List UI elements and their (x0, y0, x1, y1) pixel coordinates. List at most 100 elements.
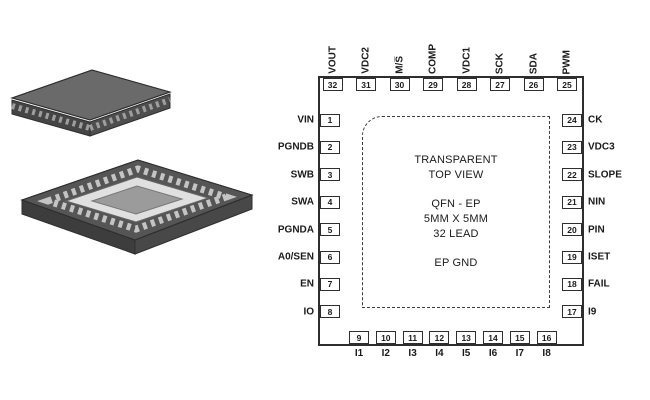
pin-8: 8 IO (303, 305, 340, 319)
package-type: QFN - EP (431, 198, 481, 211)
pin-number-box: 17 (562, 305, 582, 319)
pin-29: 29 COMP (423, 44, 443, 91)
pin-number-box: 29 (423, 78, 443, 91)
pin-name-label: PGNDB (277, 141, 314, 153)
pin-number-box: 15 (509, 331, 530, 344)
pin-3: 3 SWB (291, 168, 340, 182)
pin-name-label: M/S̅ (394, 56, 405, 74)
pin-name-label: I8 (542, 348, 551, 359)
pin-name-label: VDC3 (588, 141, 615, 153)
pin-number-box: 28 (456, 78, 477, 91)
chip-bottom-isometric (20, 159, 254, 255)
pin-27: 27 SCK (490, 53, 510, 91)
pin-name-label: PWM (561, 49, 573, 74)
pin-number-box: 32 (322, 78, 343, 91)
package-size: 5MM X 5MM (423, 213, 489, 225)
pin-name-label: NIN (588, 196, 606, 208)
exposed-pad-label: EP GND (434, 256, 478, 269)
chip-3d-illustration (10, 69, 254, 255)
lead-count: 32 LEAD (433, 227, 479, 240)
pin-name-label: VOUT (327, 46, 338, 74)
pin-18: 18 FAIL (562, 277, 610, 291)
pin-name-label: PGNDA (277, 224, 314, 236)
pin-number-box: 11 (402, 331, 423, 344)
pin-name-label: SCK (494, 52, 506, 74)
pin-name-label: FAIL (588, 278, 610, 290)
pin-26: 26 SDA (523, 53, 544, 91)
pin-number-box: 6 (320, 250, 340, 264)
chip-top-isometric (10, 69, 172, 137)
exposed-pad (90, 185, 184, 215)
pin-24: 24 CK (562, 113, 602, 127)
pin-number-box: 30 (389, 78, 410, 91)
pin-number-box: 7 (320, 277, 340, 291)
pin-name-label: VIN (297, 114, 314, 126)
view-title-line2: TOP VIEW (428, 169, 484, 182)
pin-number-box: 26 (523, 78, 544, 91)
pin-number-box: 19 (562, 250, 582, 264)
pin-name-label: I9 (588, 306, 597, 318)
pin-number-box: 12 (429, 331, 450, 344)
pin-number-box: 9 (349, 331, 369, 344)
pin-number-box: 24 (562, 113, 582, 127)
pin-name-label: SLOPE (588, 169, 622, 181)
pin-name-label: SDA (528, 52, 539, 74)
pin-name-label: IO (303, 306, 314, 318)
pin-32: 32 VOUT (322, 46, 343, 91)
pin-name-label: VDC1 (461, 47, 472, 74)
pin-number-box: 22 (562, 168, 582, 182)
pin-name-label: I2 (381, 348, 390, 359)
pin-name-label: SWB (290, 169, 314, 181)
pin-6: 6 A0/SEN (278, 250, 340, 264)
pin-number-box: 31 (356, 78, 376, 91)
pin-number-box: 4 (320, 195, 340, 209)
view-title-line1: TRANSPARENT (414, 154, 498, 167)
pin-number-box: 20 (562, 223, 582, 237)
pin-name-label: COMP (427, 44, 439, 74)
pin-name-label: I1 (354, 348, 364, 359)
pin-number-box: 18 (562, 277, 582, 291)
pin-name-label: EN (300, 278, 314, 290)
pin-number-box: 23 (562, 140, 582, 154)
pin-28: 28 VDC1 (456, 47, 477, 91)
pin-number-box: 8 (320, 305, 340, 319)
pin-number-box: 14 (483, 331, 503, 344)
pin-name-label: CK (588, 114, 603, 126)
pin-name-label: I5 (462, 348, 471, 359)
package-spec: QFN - EP 5MM X 5MM 32 LEAD (424, 197, 488, 242)
pin-name-label: I3 (408, 348, 417, 359)
pin-name-label: I6 (488, 348, 498, 359)
pin-name-label: PIN (588, 224, 605, 236)
pin-21: 21 NIN (562, 195, 605, 209)
pin-name-label: A0/SEN (277, 251, 314, 263)
pin-31: 31 VDC2 (356, 47, 376, 91)
pin-number-box: 3 (320, 168, 340, 182)
pin-number-box: 27 (490, 78, 510, 91)
pin-30: 30 M/S̅ (389, 56, 410, 91)
pin-number-box: 13 (456, 331, 477, 344)
lead-ring (37, 165, 237, 233)
qfn-package-outline: TRANSPARENT TOP VIEW QFN - EP 5MM X 5MM … (278, 44, 622, 359)
pin-23: 23 VDC3 (562, 140, 615, 154)
pin-name-label: VDC2 (360, 47, 372, 74)
pin-number-box: 10 (375, 331, 396, 344)
pin-7: 7 EN (300, 277, 340, 291)
pin-22: 22 SLOPE (562, 168, 622, 182)
pin-number-box: 21 (562, 195, 582, 209)
pin-20: 20 PIN (562, 223, 605, 237)
center-labels: TRANSPARENT TOP VIEW QFN - EP 5MM X 5MM … (362, 116, 550, 308)
die-dashed-outline (362, 116, 550, 308)
